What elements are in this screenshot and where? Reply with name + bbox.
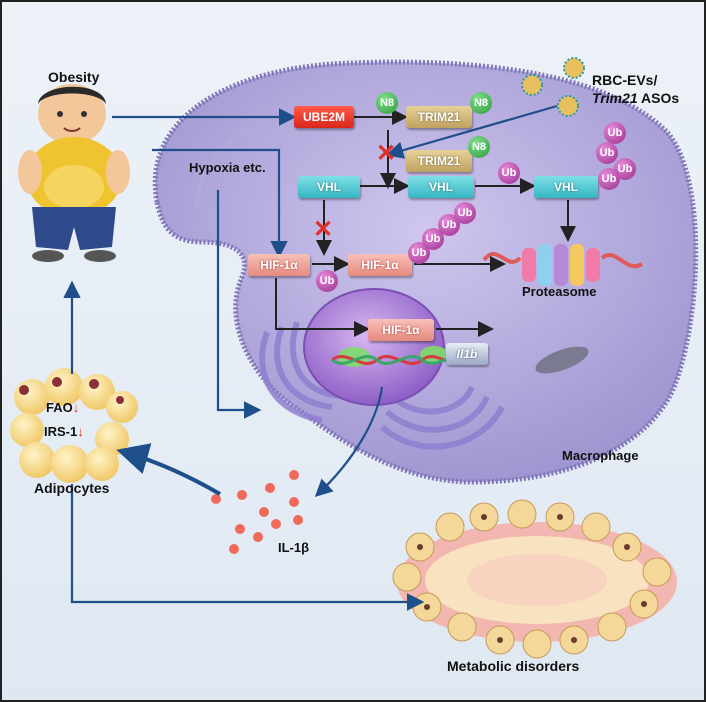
black-arrows <box>275 109 576 337</box>
ub-tag-hif-left: Ub <box>316 270 338 292</box>
rbc-ev-particles <box>521 57 585 117</box>
obesity-label: Obesity <box>48 69 100 85</box>
blue-arrows <box>63 104 558 611</box>
ub-tag-vhl-4: Ub <box>598 168 620 190</box>
fao-text: FAO <box>46 400 73 415</box>
trim21-asos-label: Trim21 ASOs <box>592 90 679 106</box>
obese-person <box>18 84 130 262</box>
hif1a-box-mid: HIF-1α <box>348 254 412 276</box>
irs1-label: IRS-1↓ <box>44 424 84 439</box>
ub-tag-hif-4: Ub <box>454 202 476 224</box>
il1b-secreted-label: IL-1β <box>278 540 310 555</box>
trim21-box-mid: TRIM21 <box>406 150 472 172</box>
blocked-cross-trim21: ✕ <box>376 140 397 167</box>
proteasome-label: Proteasome <box>522 284 597 299</box>
hypoxia-label: Hypoxia etc. <box>189 160 266 175</box>
fao-down-arrow: ↓ <box>72 400 80 415</box>
ube2m-box: UBE2M <box>294 106 354 128</box>
proteasome-complex <box>482 244 644 286</box>
macrophage-cell <box>152 59 699 485</box>
trim21-asos-italic: Trim21 <box>592 90 638 106</box>
ub-tag-vhl-1: Ub <box>604 122 626 144</box>
hif1a-box-nucleus: HIF-1α <box>368 319 434 341</box>
vhl-box-right: VHL <box>534 176 598 198</box>
il1b-particles <box>211 470 303 554</box>
ub-tag-vhl-2: Ub <box>596 142 618 164</box>
er-golgi <box>259 321 505 450</box>
irs1-text: IRS-1 <box>44 424 78 439</box>
fao-label: FAO↓ <box>46 400 79 415</box>
ub-tag-hif-3: Ub <box>438 214 460 236</box>
n8-tag-trim21-mid: N8 <box>468 136 490 158</box>
metabolic-tissue <box>392 499 677 659</box>
hif1a-box-left: HIF-1α <box>248 254 310 276</box>
trim21-asos-rest: ASOs <box>637 90 680 106</box>
dna-helix <box>331 355 468 365</box>
n8-tag-ube2m: N8 <box>376 92 398 114</box>
il1b-gene-box: Il1b <box>446 343 488 365</box>
ub-tag-hif-2: Ub <box>422 228 444 250</box>
mitochondrion <box>535 346 589 374</box>
rbc-evs-label: RBC-EVs/ <box>592 72 658 88</box>
macrophage-label: Macrophage <box>562 448 639 463</box>
trim21-box-top: TRIM21 <box>406 106 472 128</box>
nucleus <box>303 288 445 406</box>
irs1-down-arrow: ↓ <box>77 424 84 439</box>
vhl-box-mid: VHL <box>408 176 474 198</box>
adipocyte-cluster <box>10 368 138 483</box>
adipocytes-label: Adipocytes <box>34 480 110 496</box>
blocked-cross-vhl: ✕ <box>313 216 334 243</box>
ub-tag-mid-vhl: Ub <box>498 162 520 184</box>
metabolic-disorders-label: Metabolic disorders <box>447 658 580 674</box>
ub-tag-vhl-3: Ub <box>614 158 636 180</box>
ub-tag-hif-1: Ub <box>408 242 430 264</box>
n8-tag-trim21-top: N8 <box>470 92 492 114</box>
vhl-box-left: VHL <box>298 176 360 198</box>
